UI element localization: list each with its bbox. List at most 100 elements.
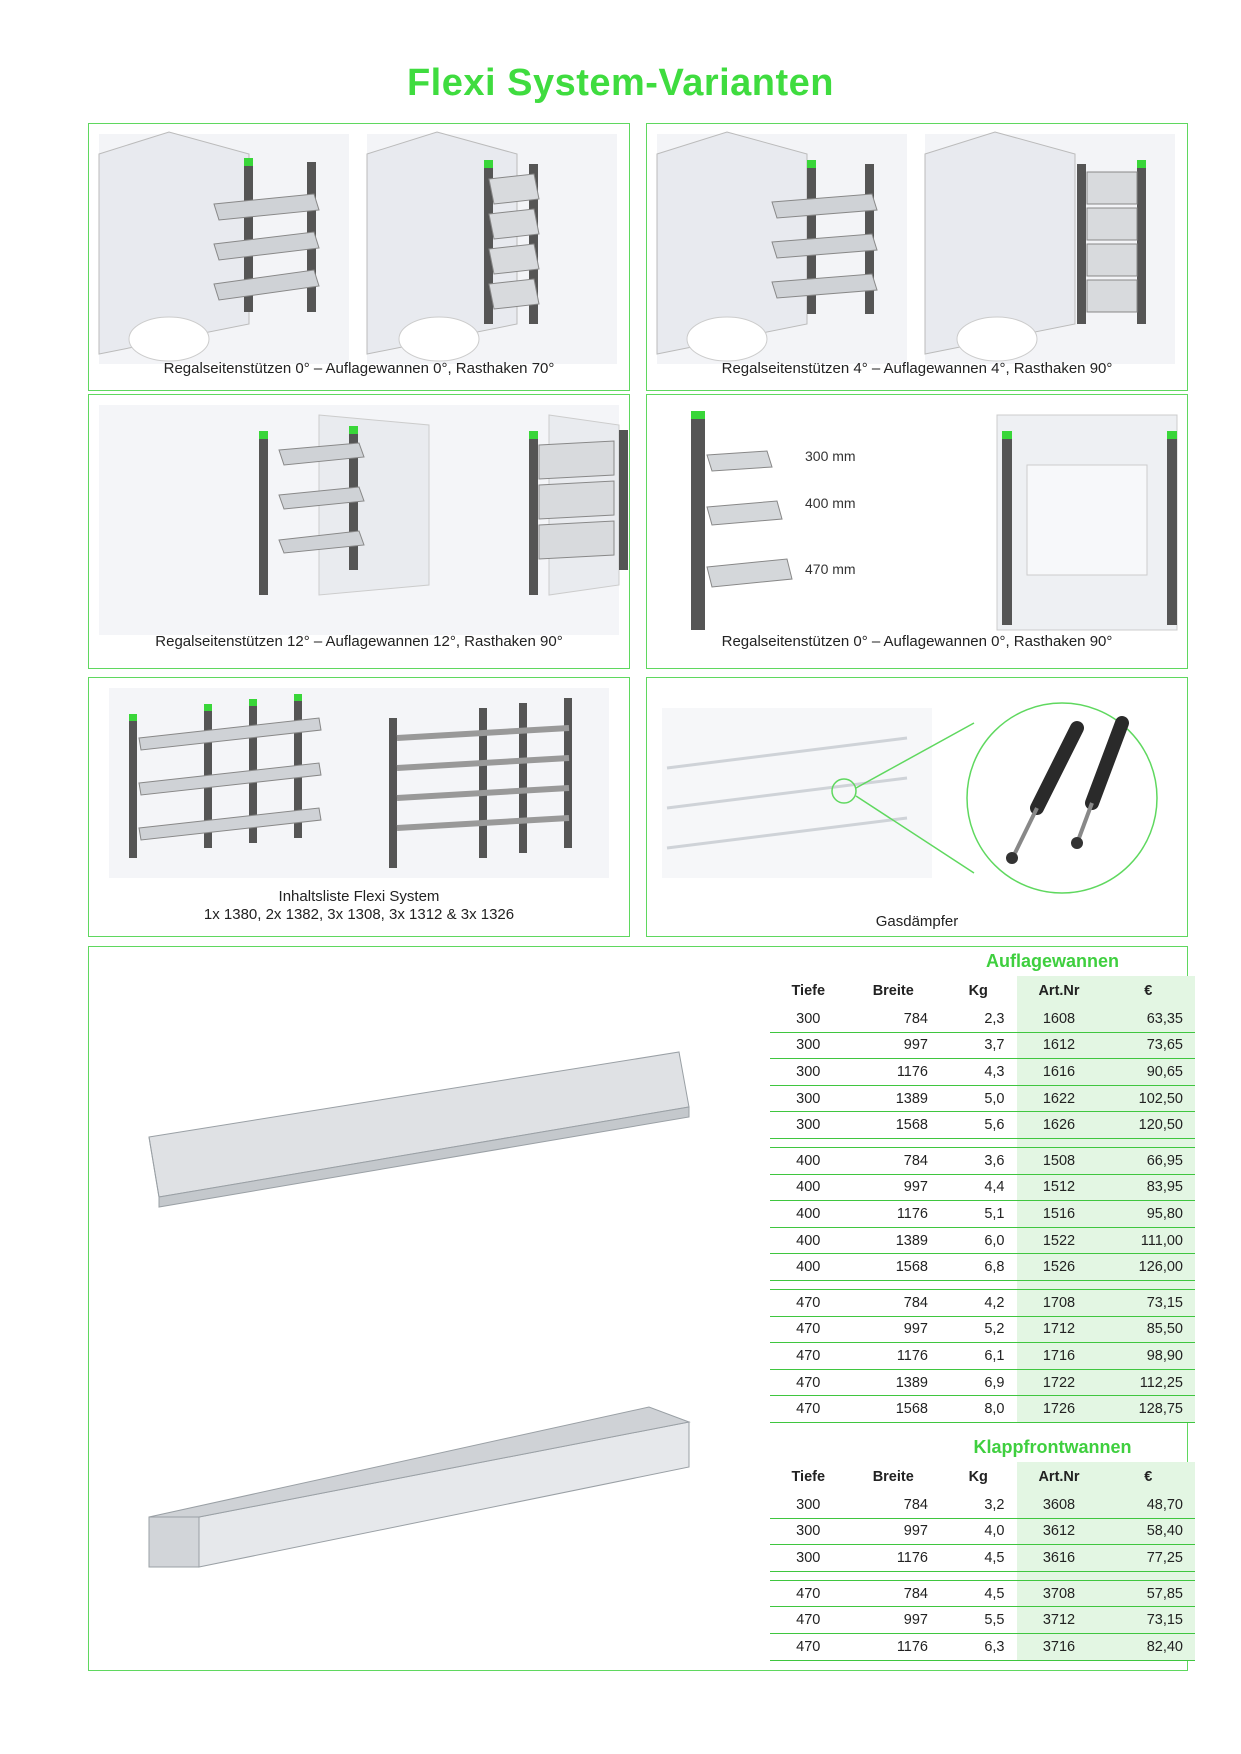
table-cell: 1568 — [846, 1111, 940, 1139]
separator-row — [770, 1280, 1195, 1290]
caption-line1: Inhaltsliste Flexi System — [278, 888, 440, 905]
table-cell: 6,0 — [940, 1227, 1017, 1255]
column-header: Kg — [968, 983, 988, 999]
table-cell: 1176 — [846, 1633, 940, 1661]
table-cell: 470 — [770, 1316, 847, 1344]
table-cell: 63,35 — [1101, 1006, 1195, 1033]
panel-variant-4deg-90: Regalseitenstützen 4° – Auflagewannen 4°… — [646, 123, 1188, 391]
table-cell: 1622 — [1016, 1085, 1102, 1113]
panel-variant-0deg-90-depths: 300 mm 400 mm 470 mm Regalseitenstützen … — [646, 394, 1188, 669]
tray-illustrations — [148, 1051, 691, 1568]
table-cell: 95,80 — [1101, 1200, 1195, 1228]
table-cell: 73,65 — [1101, 1032, 1195, 1060]
table-cell: 1389 — [846, 1085, 940, 1113]
table-cell: 1176 — [846, 1544, 940, 1572]
table-cell: 300 — [770, 1518, 847, 1546]
panel-variant-12deg-90: Regalseitenstützen 12° – Auflagewannen 1… — [88, 394, 630, 669]
depth-label: 470 mm — [805, 561, 856, 577]
caption: Regalseitenstützen 4° – Auflagewannen 4°… — [721, 360, 1113, 377]
table-cell: 400 — [770, 1200, 847, 1228]
table-cell: 4,2 — [940, 1289, 1017, 1317]
table-cell: 1708 — [1016, 1289, 1102, 1317]
table-cell: 6,1 — [940, 1342, 1017, 1370]
table-cell: 400 — [770, 1253, 847, 1281]
caption: Gasdämpfer — [875, 913, 959, 930]
table-cell: 6,3 — [940, 1633, 1017, 1661]
table-cell: 1616 — [1016, 1058, 1102, 1086]
table-cell: 4,5 — [940, 1544, 1017, 1572]
table-cell: 58,40 — [1101, 1518, 1195, 1546]
table-cell: 470 — [770, 1580, 847, 1608]
table-cell: 400 — [770, 1174, 847, 1202]
column-header: Tiefe — [791, 1469, 826, 1485]
table-cell: 3,7 — [940, 1032, 1017, 1060]
table-cell: 73,15 — [1101, 1289, 1195, 1317]
shelf-illustration — [99, 405, 628, 635]
table-cell: 997 — [846, 1518, 940, 1546]
table-cell: 112,25 — [1101, 1369, 1195, 1397]
column-header: € — [1101, 1462, 1195, 1492]
table-cell: 1626 — [1016, 1111, 1102, 1139]
table-cell: 400 — [770, 1227, 847, 1255]
table-cell: 3712 — [1016, 1606, 1102, 1634]
table-cell: 784 — [846, 1580, 940, 1608]
table-cell: 300 — [770, 1111, 847, 1139]
caption: Regalseitenstützen 0° – Auflagewannen 0°… — [721, 633, 1113, 650]
table-cell: 8,0 — [940, 1395, 1017, 1423]
table-cell: 400 — [770, 1147, 847, 1175]
table-cell: 1516 — [1016, 1200, 1102, 1228]
table-cell: 5,1 — [940, 1200, 1017, 1228]
table-cell: 300 — [770, 1032, 847, 1060]
table-cell: 300 — [770, 1544, 847, 1572]
table-cell: 126,00 — [1101, 1253, 1195, 1281]
table-cell: 3,2 — [940, 1492, 1017, 1519]
table-cell: 5,5 — [940, 1606, 1017, 1634]
table-cell: 83,95 — [1101, 1174, 1195, 1202]
table-cell: 470 — [770, 1633, 847, 1661]
table-cell: 5,6 — [940, 1111, 1017, 1139]
column-header: Tiefe — [791, 983, 826, 999]
shelf-illustration — [656, 131, 1175, 364]
panel-gasdaempfer: Gasdämpfer — [646, 677, 1188, 937]
shelf-system-illustration — [109, 688, 609, 878]
table-cell: 470 — [770, 1369, 847, 1397]
table-cell: 1176 — [846, 1058, 940, 1086]
table-cell: 300 — [770, 1058, 847, 1086]
table-cell: 1526 — [1016, 1253, 1102, 1281]
table-cell: 997 — [846, 1316, 940, 1344]
depth-label: 300 mm — [805, 448, 856, 464]
separator-row — [770, 1138, 1195, 1148]
table-cell: 98,90 — [1101, 1342, 1195, 1370]
table-cell: 3716 — [1016, 1633, 1102, 1661]
table-cell: 1176 — [846, 1342, 940, 1370]
table-cell: 4,0 — [940, 1518, 1017, 1546]
table-title-klappfrontwannen: Klappfrontwannen — [973, 1437, 1132, 1457]
table-cell: 1716 — [1016, 1342, 1102, 1370]
table-cell: 470 — [770, 1342, 847, 1370]
table-cell: 470 — [770, 1606, 847, 1634]
table-cell: 85,50 — [1101, 1316, 1195, 1344]
table-cell: 57,85 — [1101, 1580, 1195, 1608]
table-cell: 48,70 — [1101, 1492, 1195, 1519]
table-cell: 4,5 — [940, 1580, 1017, 1608]
table-cell: 1722 — [1016, 1369, 1102, 1397]
table-cell: 3612 — [1016, 1518, 1102, 1546]
column-header: Kg — [968, 1469, 988, 1485]
table-cell: 3608 — [1016, 1492, 1102, 1519]
column-header: Breite — [872, 1469, 914, 1485]
column-header: Art.Nr — [1016, 976, 1102, 1006]
table-cell: 470 — [770, 1395, 847, 1423]
